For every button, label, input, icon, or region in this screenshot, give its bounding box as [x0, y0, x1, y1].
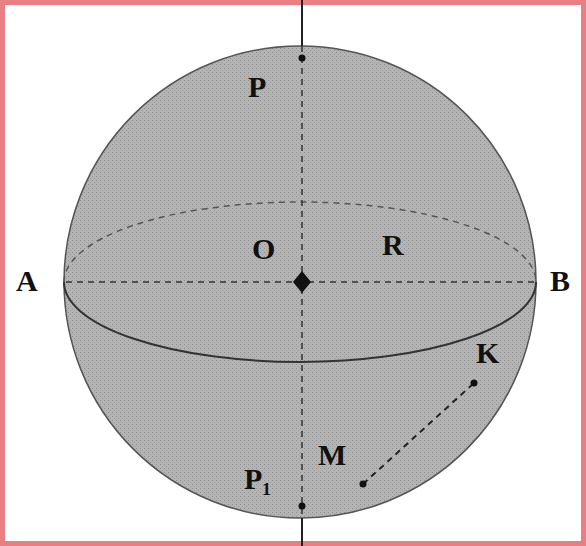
point-label: K [476, 338, 499, 368]
point-label: P [248, 72, 266, 102]
point-label: B [550, 266, 570, 296]
radius-label: R [382, 230, 404, 260]
point-label: A [16, 266, 38, 296]
point-label: M [318, 440, 346, 470]
point-label: P₁ [244, 464, 271, 494]
center-label: O [252, 234, 275, 264]
